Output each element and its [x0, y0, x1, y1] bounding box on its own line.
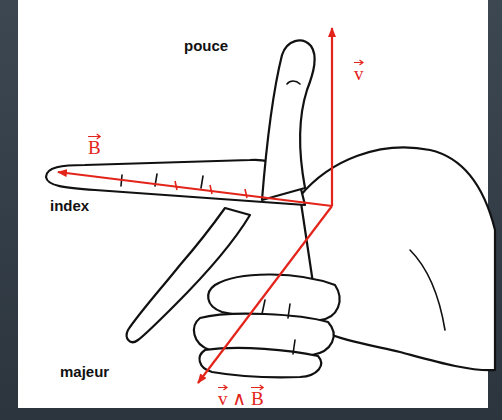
finger-name: index — [50, 198, 89, 215]
vector-symbol: v ∧ B — [218, 389, 264, 410]
finger-name: pouce — [184, 38, 228, 55]
finger-name: majeur — [60, 364, 109, 381]
vector-symbol: B — [88, 138, 101, 159]
vector-symbol: v — [354, 64, 364, 85]
